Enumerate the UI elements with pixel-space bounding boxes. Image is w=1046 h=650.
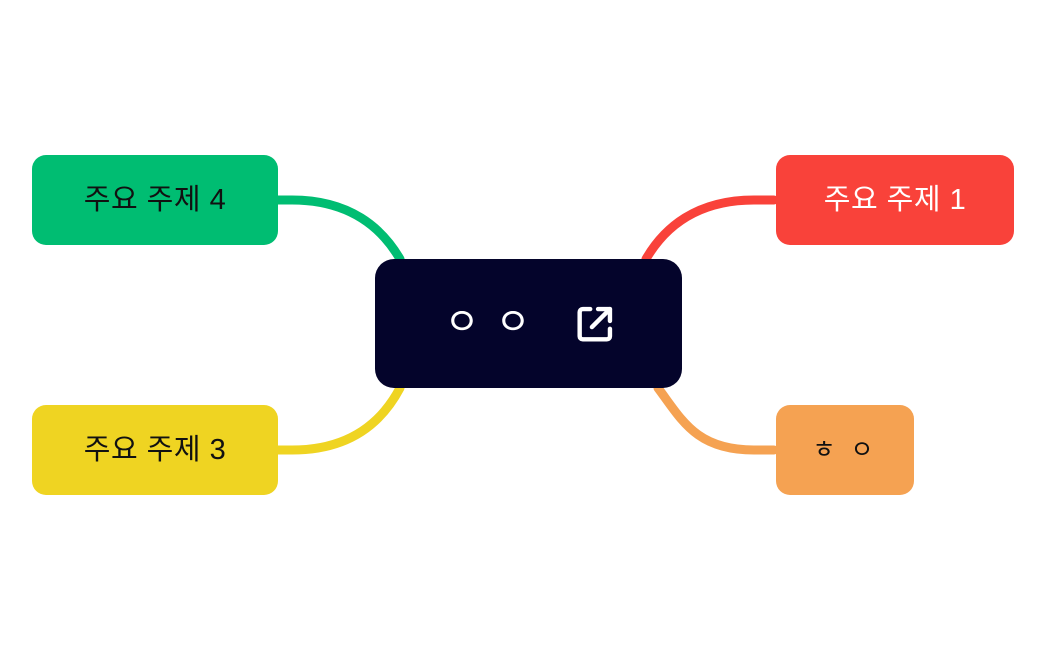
branch-label-hieung: ㅎ ㅇ [812, 435, 878, 464]
connector-topic3 [267, 383, 405, 455]
branch-label-topic1: 주요 주제 1 [823, 183, 967, 216]
connector-topic4 [267, 195, 405, 264]
branch-node-topic3[interactable]: 주요 주제 3 [32, 405, 278, 495]
central-node-label: ㅇㅇ [444, 301, 547, 344]
external-link-icon[interactable] [572, 301, 618, 347]
connector-hieung [653, 383, 779, 455]
branch-label-topic4: 주요 주제 4 [83, 183, 227, 216]
branch-label-topic3: 주요 주제 3 [83, 433, 227, 466]
connector-topic1 [641, 195, 779, 264]
branch-node-topic1[interactable]: 주요 주제 1 [776, 155, 1014, 245]
branch-node-topic4[interactable]: 주요 주제 4 [32, 155, 278, 245]
branch-node-hieung[interactable]: ㅎ ㅇ [776, 405, 914, 495]
central-node[interactable]: ㅇㅇ [375, 259, 682, 388]
